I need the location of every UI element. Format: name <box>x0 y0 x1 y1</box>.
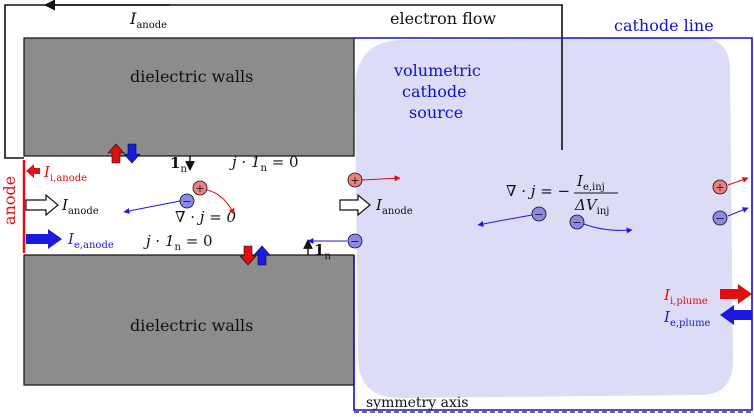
volumetric-label-3: source <box>409 103 463 122</box>
electron-plume-arrow-icon <box>720 305 752 325</box>
volumetric-label-1: volumetric <box>393 61 481 80</box>
ion-anode-current-label: Ii,anode <box>43 163 87 184</box>
electron-particle-source-2 <box>569 214 585 230</box>
current-conservation-label: ∇ · j = 0 <box>175 208 237 226</box>
cathode-line-label: cathode line <box>614 16 714 35</box>
electron-particle-right <box>712 210 728 226</box>
electron-symbol-right: − <box>715 212 724 225</box>
electron-plume-current-label: Ie,plume <box>663 308 711 329</box>
normal-bottom-label: 1n <box>314 241 331 262</box>
electron-particle-exit <box>347 233 363 249</box>
wall-bc-bottom-label: j · 1n = 0 <box>143 232 213 253</box>
source-term-numerator: Ie,inj <box>576 172 605 193</box>
electron-anode-arrow-icon <box>26 229 62 249</box>
dielectric-wall-top <box>23 37 355 157</box>
wall-electron-arrow-bottom-icon <box>253 245 271 266</box>
wall-ion-arrow-top-icon <box>107 143 125 164</box>
electron-flow-label: electron flow <box>390 9 496 28</box>
wall-bc-top-label: j · 1n = 0 <box>229 153 299 174</box>
ion-trajectory-exit <box>361 175 401 182</box>
ion-symbol-right: + <box>715 181 724 194</box>
electron-symbol-source-1: − <box>534 208 543 221</box>
electron-trajectory-channel <box>123 200 181 214</box>
ion-plume-arrow-icon <box>720 284 752 304</box>
symmetry-axis-label: symmetry axis <box>366 395 469 411</box>
source-term-lhs: ∇ · j = − <box>506 182 570 200</box>
ion-plume-current-label: Ii,plume <box>663 286 708 307</box>
dielectric-walls-top-label: dielectric walls <box>130 67 253 86</box>
electron-particle-channel <box>179 193 195 209</box>
anode-circuit-line <box>4 4 563 159</box>
exit-anode-flux-label: Ianode <box>375 196 413 217</box>
wall-electron-arrow-top-icon <box>123 143 141 164</box>
ion-symbol-exit: + <box>350 174 359 187</box>
electron-anode-current-label: Ie,anode <box>67 230 114 251</box>
ion-particle-right <box>712 179 728 195</box>
electron-trajectory-source-1 <box>477 214 533 227</box>
cathode-line <box>353 37 753 411</box>
electron-trajectory-source-2 <box>583 223 633 234</box>
dielectric-walls-bottom-label: dielectric walls <box>130 316 253 335</box>
electron-trajectory-right <box>727 207 749 217</box>
anode-current-label: Ianode <box>129 9 167 31</box>
anode-flux-label: Ianode <box>61 196 99 217</box>
wall-ion-arrow-bottom-icon <box>239 245 257 266</box>
ion-anode-arrow-icon <box>26 164 40 178</box>
ion-trajectory-right <box>727 176 749 186</box>
ion-particle-channel <box>192 180 208 196</box>
ion-particle-exit <box>347 172 363 188</box>
anode-flux-arrow-icon <box>25 193 59 217</box>
electron-symbol-channel: − <box>182 195 191 208</box>
normal-top-label: 1n <box>170 154 187 175</box>
volumetric-label-2: cathode <box>402 82 467 101</box>
anode-label: anode <box>0 176 19 225</box>
exit-anode-flux-arrow-icon <box>339 193 371 217</box>
ion-symbol-channel: + <box>195 182 204 195</box>
electron-particle-source-1 <box>531 206 547 222</box>
source-term-denominator: ΔVinj <box>574 196 609 217</box>
electron-symbol-source-2: − <box>572 216 581 229</box>
electron-symbol-exit: − <box>350 235 359 248</box>
